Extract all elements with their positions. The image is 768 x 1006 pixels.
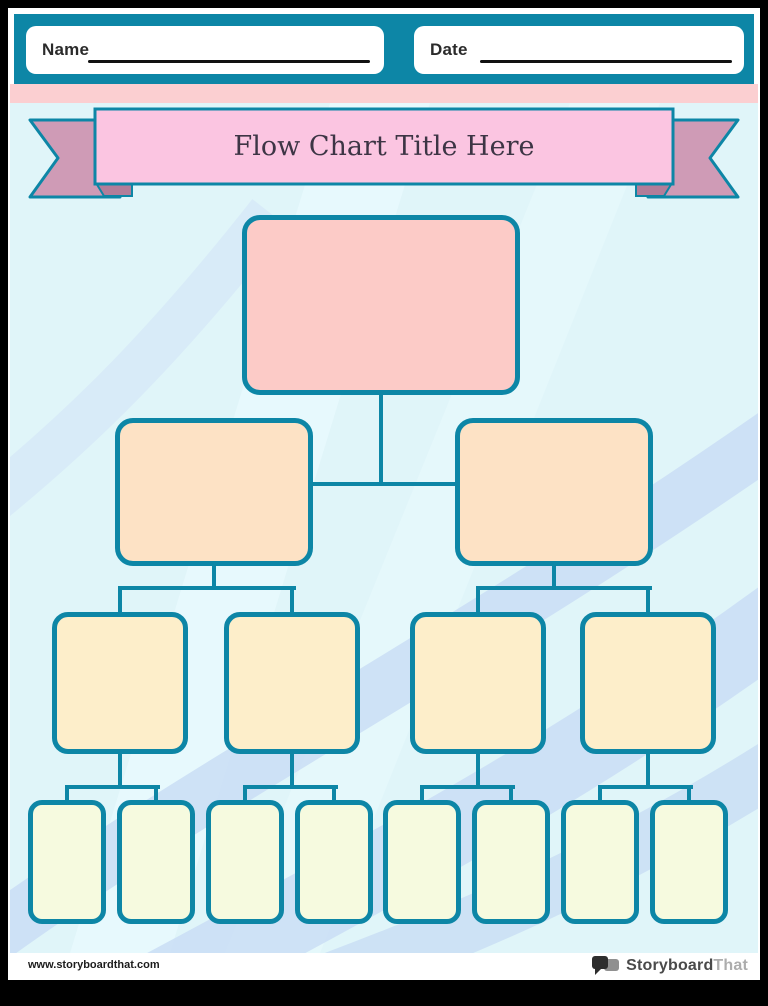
page-frame: Name Date	[8, 8, 760, 980]
connector-stub	[118, 586, 122, 616]
connector-l3a-down	[118, 752, 122, 789]
speech-bubbles-icon	[592, 956, 620, 975]
flowchart-canvas: Flow Chart Title Here	[10, 103, 758, 953]
flowchart-node-l2-1[interactable]	[115, 418, 313, 566]
flowchart-node-l4-6[interactable]	[472, 800, 550, 924]
flowchart-node-l3-4[interactable]	[580, 612, 716, 754]
flowchart-node-l4-3[interactable]	[206, 800, 284, 924]
name-underline[interactable]	[88, 60, 370, 63]
connector-l3c-bar	[420, 785, 515, 789]
connector-stub	[290, 586, 294, 616]
flowchart-node-l1-1[interactable]	[242, 215, 520, 395]
flowchart-node-l4-1[interactable]	[28, 800, 106, 924]
date-field[interactable]: Date	[414, 26, 744, 74]
connector-l3b-down	[290, 752, 294, 789]
connector-l3d-down	[646, 752, 650, 789]
flowchart-node-l3-2[interactable]	[224, 612, 360, 754]
date-underline[interactable]	[480, 60, 732, 63]
title-ribbon	[28, 107, 740, 199]
pink-stripe	[10, 84, 758, 103]
flowchart-node-l4-5[interactable]	[383, 800, 461, 924]
connector-stub	[65, 785, 69, 802]
flowchart-node-l2-2[interactable]	[455, 418, 653, 566]
flowchart-node-l3-3[interactable]	[410, 612, 546, 754]
connector-stub	[332, 785, 336, 802]
logo-that: That	[713, 957, 748, 974]
connector-l3a-bar	[65, 785, 160, 789]
connector-l2b-bar	[476, 586, 652, 590]
connector-l2a-bar	[118, 586, 296, 590]
header-bar: Name Date	[14, 14, 754, 84]
flowchart-node-l4-4[interactable]	[295, 800, 373, 924]
logo-storyboard: Storyboard	[626, 957, 714, 974]
connector-stub	[154, 785, 158, 802]
connector-l3c-down	[476, 752, 480, 789]
flowchart-node-l4-8[interactable]	[650, 800, 728, 924]
name-label: Name	[42, 40, 90, 59]
footer: www.storyboardthat.com StoryboardThat	[10, 953, 758, 980]
website-url: www.storyboardthat.com	[28, 959, 160, 971]
connector-stub	[646, 586, 650, 616]
connector-stub	[509, 785, 513, 802]
ribbon-body	[93, 107, 675, 186]
storyboardthat-logo: StoryboardThat	[591, 955, 748, 977]
connector-stub	[243, 785, 247, 802]
name-field[interactable]: Name	[26, 26, 384, 74]
connector-l3d-bar	[598, 785, 693, 789]
connector-stub	[476, 586, 480, 616]
connector-l1-bar	[310, 482, 458, 486]
connector-l1-down	[379, 393, 383, 486]
flowchart-node-l4-2[interactable]	[117, 800, 195, 924]
date-label: Date	[430, 40, 468, 59]
connector-stub	[687, 785, 691, 802]
connector-l3b-bar	[243, 785, 338, 789]
connector-stub	[420, 785, 424, 802]
flowchart-node-l4-7[interactable]	[561, 800, 639, 924]
flow-chart-title[interactable]: Flow Chart Title Here	[233, 131, 535, 162]
connector-l2a-down	[212, 564, 216, 590]
connector-stub	[598, 785, 602, 802]
flowchart-node-l3-1[interactable]	[52, 612, 188, 754]
connector-l2b-down	[552, 564, 556, 590]
